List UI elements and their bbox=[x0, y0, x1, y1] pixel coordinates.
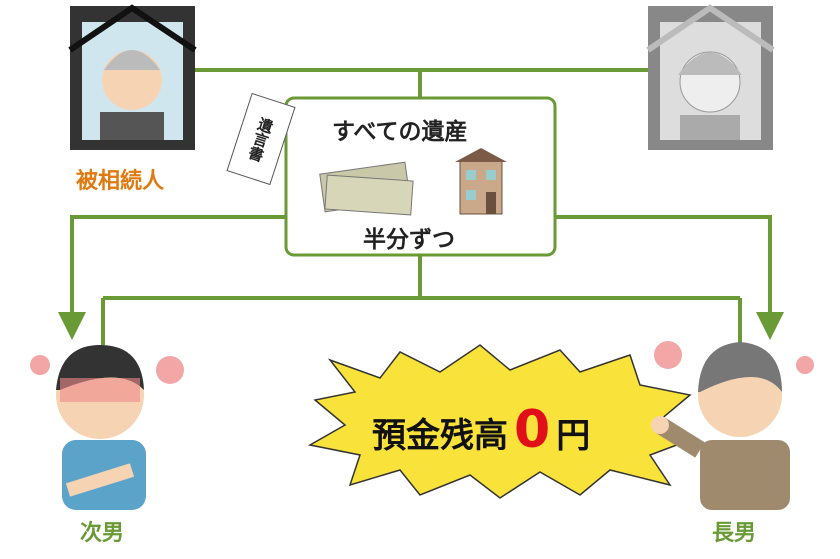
deceased-mother-portrait bbox=[646, 4, 775, 150]
deposit-balance: 預金残高 0 円 bbox=[372, 404, 590, 457]
estate-split: 半分ずつ bbox=[363, 227, 455, 253]
balance-label: 預金残高 bbox=[372, 416, 508, 456]
will-label: 遺言書 bbox=[245, 114, 277, 164]
estate-box bbox=[284, 96, 557, 257]
eldest-son-label: 長男 bbox=[712, 521, 757, 546]
deceased-label: 被相続人 bbox=[76, 169, 165, 194]
balance-unit: 円 bbox=[556, 416, 591, 456]
starburst bbox=[307, 344, 692, 499]
eldest-son-figure bbox=[651, 341, 814, 510]
second-son-figure bbox=[30, 345, 184, 510]
house-icon bbox=[455, 148, 507, 215]
estate-title: すべての遺産 bbox=[332, 119, 468, 145]
deceased-father-portrait bbox=[68, 4, 197, 150]
balance-amount: 0 bbox=[514, 400, 551, 460]
connector-lines bbox=[70, 68, 772, 345]
arrow-right-icon bbox=[756, 312, 784, 340]
money-icon bbox=[319, 161, 414, 216]
arrow-left-icon bbox=[58, 312, 86, 340]
second-son-label: 次男 bbox=[80, 521, 125, 546]
